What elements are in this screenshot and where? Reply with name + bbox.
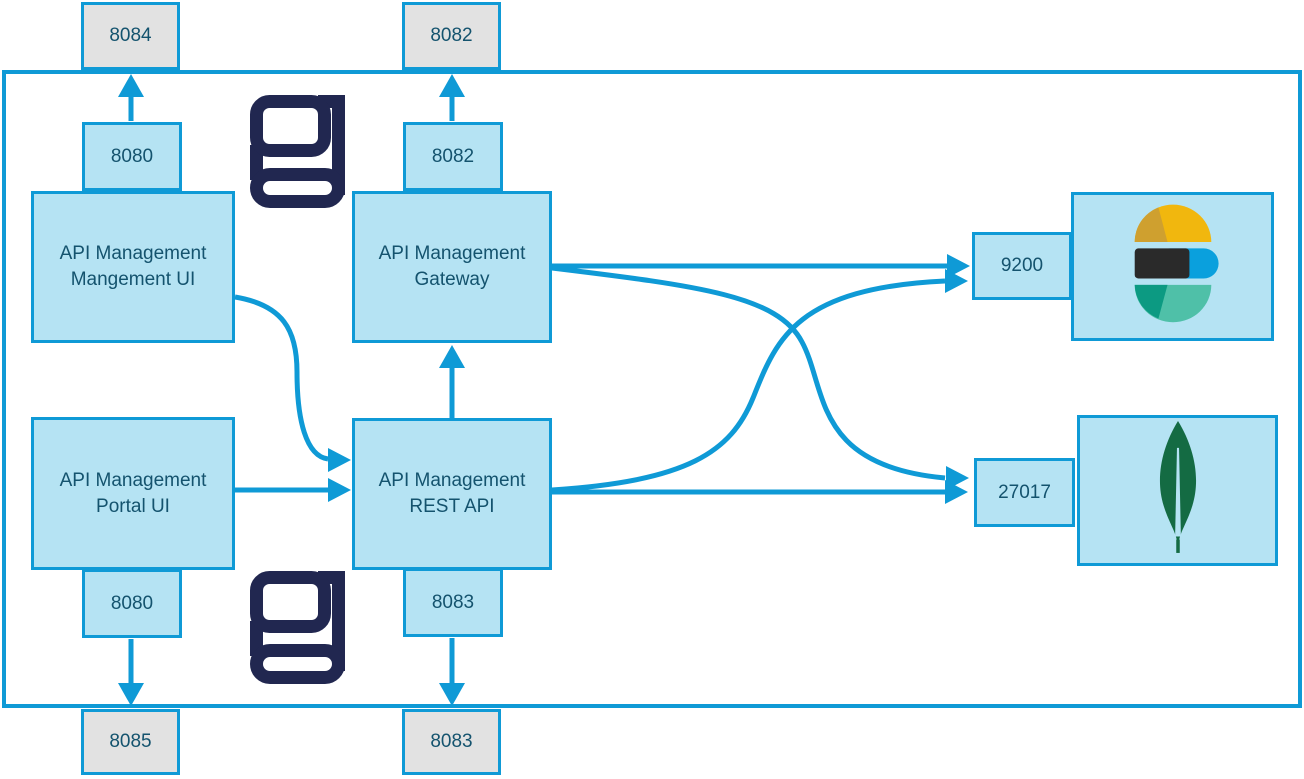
deployment-boundary xyxy=(2,70,1302,708)
component-label-line1: API Management xyxy=(59,469,207,491)
elasticsearch-logo-icon xyxy=(1123,201,1223,333)
arrowhead-gateway-to-9200 xyxy=(947,254,970,278)
port-label: 8082 xyxy=(431,145,475,167)
port-label: 8082 xyxy=(430,25,473,47)
port-box-management-ui: 8080 xyxy=(82,122,182,191)
component-gateway: API Management Gateway xyxy=(352,191,552,343)
component-management-ui: API Management Mangement UI xyxy=(31,191,235,343)
component-label-line2: Gateway xyxy=(414,269,490,290)
mongodb-node xyxy=(1077,415,1278,566)
component-label-line2: Mangement UI xyxy=(70,269,196,290)
arrowhead-down-8085 xyxy=(118,683,144,706)
arrow-gateway-to-27017 xyxy=(551,265,946,481)
port-label: 8085 xyxy=(109,731,152,753)
component-label-line1: API Management xyxy=(59,243,207,265)
component-label-line1: API Management xyxy=(378,470,526,492)
external-port-box-8084: 8084 xyxy=(81,2,180,70)
gravitee-g-logo-icon-bottom xyxy=(248,566,345,684)
arrowhead-rest-to-27017 xyxy=(945,480,968,504)
elasticsearch-node xyxy=(1071,192,1274,341)
component-label-line2: Portal UI xyxy=(96,495,170,517)
port-box-gateway: 8082 xyxy=(403,122,503,191)
external-port-box-8082: 8082 xyxy=(402,2,501,70)
external-port-box-8085: 8085 xyxy=(81,709,180,775)
component-label-line1: API Management xyxy=(378,243,526,265)
component-rest-api: API Management REST API xyxy=(352,418,552,570)
port-label: 8083 xyxy=(430,731,473,753)
port-box-rest-api: 8083 xyxy=(403,568,503,637)
arrow-rest-to-9200 xyxy=(551,278,946,493)
component-label-line2: REST API xyxy=(409,496,495,517)
port-label: 27017 xyxy=(998,481,1051,503)
port-label: 8080 xyxy=(110,592,154,614)
port-box-portal-ui: 8080 xyxy=(82,569,182,638)
component-portal-ui: API Management Portal UI xyxy=(31,417,235,570)
arrowhead-rest-to-gateway xyxy=(439,345,465,368)
port-box-elasticsearch: 9200 xyxy=(972,232,1072,300)
arrowhead-down-8083 xyxy=(439,683,465,706)
port-label: 8084 xyxy=(109,25,152,47)
external-port-box-8083: 8083 xyxy=(402,709,501,775)
arrowhead-mgmtui-to-rest xyxy=(328,448,351,472)
port-label: 8080 xyxy=(110,145,154,167)
arrow-mgmtui-to-rest xyxy=(234,294,329,462)
port-label: 9200 xyxy=(1000,255,1044,277)
gravitee-g-logo-icon-top xyxy=(248,90,345,208)
arrowhead-portal-to-rest xyxy=(328,478,351,502)
port-box-mongodb: 27017 xyxy=(974,458,1075,527)
port-label: 8083 xyxy=(431,591,475,613)
arrowhead-up-8084 xyxy=(118,74,144,97)
mongodb-logo-icon xyxy=(1147,419,1209,563)
arrowhead-up-8082 xyxy=(439,74,465,97)
arrowhead-rest-to-9200 xyxy=(945,269,968,293)
